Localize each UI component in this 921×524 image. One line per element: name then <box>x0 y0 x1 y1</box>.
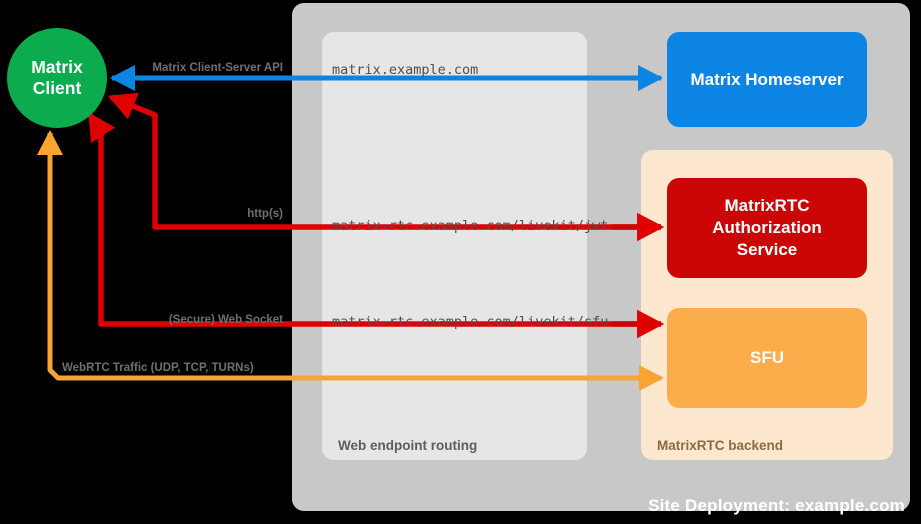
auth-service-label-line1: MatrixRTC <box>724 195 810 215</box>
matrix-homeserver-label: Matrix Homeserver <box>690 69 844 89</box>
endpoint-url-matrix: matrix.example.com <box>332 62 479 78</box>
edge-label-web-socket: (Secure) Web Socket <box>168 314 283 326</box>
node-matrixrtc-authorization-service[interactable]: MatrixRTC Authorization Service <box>667 178 867 278</box>
sfu-label: SFU <box>750 348 784 367</box>
node-sfu[interactable]: SFU <box>667 308 867 408</box>
matrix-client-label-line2: Client <box>32 78 82 98</box>
node-matrix-homeserver[interactable]: Matrix Homeserver <box>667 32 867 127</box>
auth-service-label-line3: Service <box>736 240 798 260</box>
site-deployment-label: Site Deployment: example.com <box>648 496 905 515</box>
matrix-client-label-line1: Matrix <box>31 56 83 77</box>
endpoint-url-jwt: matrix-rtc.example.com/livekit/jwt <box>332 218 609 234</box>
edge-label-https: http(s) <box>247 208 283 220</box>
node-matrix-client[interactable]: Matrix Client <box>7 28 107 128</box>
web-endpoint-routing-panel <box>322 32 587 460</box>
auth-service-label-line2: Authorization <box>712 217 822 237</box>
endpoint-url-sfu: matrix-rtc.example.com/livekit/sfu <box>332 314 609 330</box>
edge-label-client-server-api: Matrix Client-Server API <box>152 62 283 74</box>
matrixrtc-backend-label: MatrixRTC backend <box>657 438 784 453</box>
web-endpoint-routing-label: Web endpoint routing <box>338 438 478 453</box>
edge-label-webrtc-traffic: WebRTC Traffic (UDP, TCP, TURNs) <box>62 362 254 374</box>
